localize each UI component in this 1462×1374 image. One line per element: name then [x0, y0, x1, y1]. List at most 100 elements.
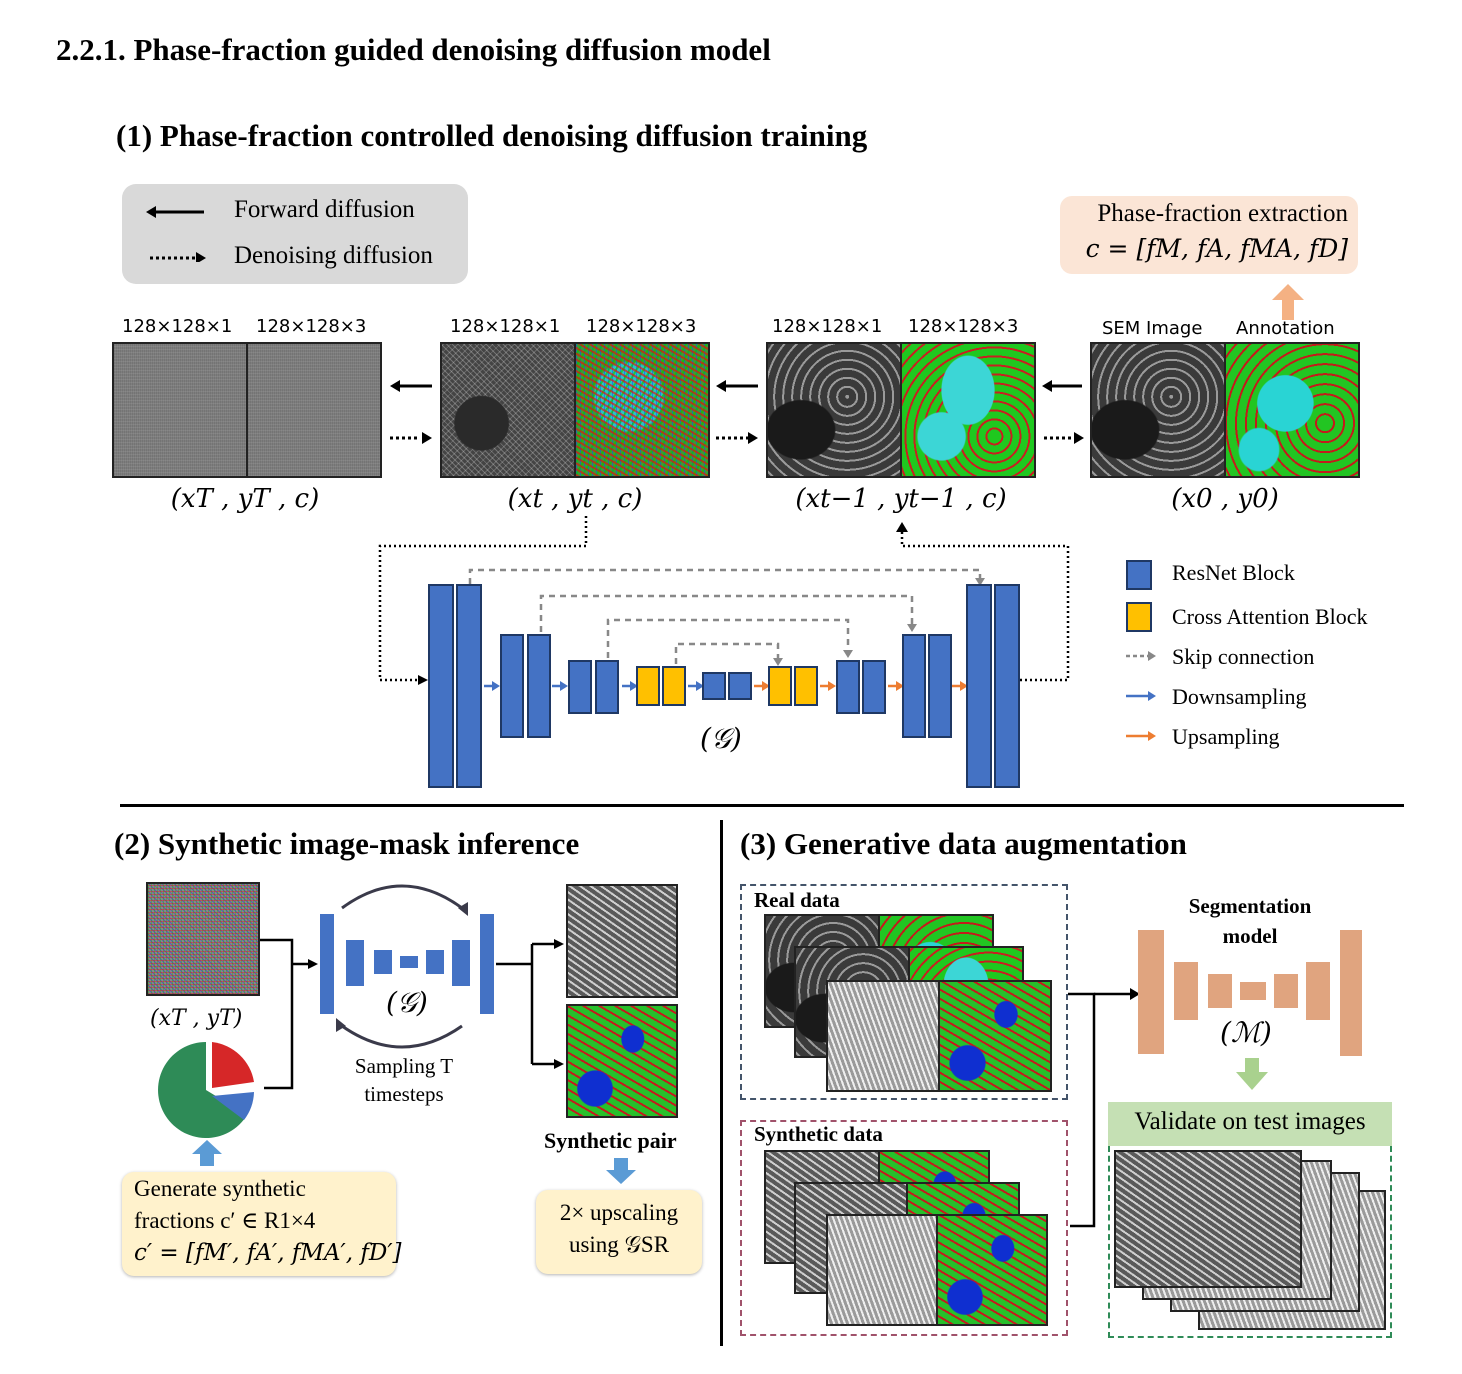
- validate-banner: Validate on test images: [1108, 1102, 1392, 1146]
- seg-model-block: [1174, 962, 1198, 1020]
- extraction-title: Phase-fraction extraction: [1097, 200, 1348, 227]
- dim-label: 128×128×3: [256, 316, 367, 337]
- stage-caption-0: (x0 , y0): [1171, 484, 1279, 514]
- generate-line2: fractions c′ ∈ R1×4: [134, 1208, 316, 1233]
- seg-model-block: [1208, 974, 1232, 1008]
- resnet-block: [595, 660, 619, 714]
- synthetic-data-label: Synthetic data: [754, 1122, 883, 1146]
- sampling-line2: timesteps: [364, 1082, 444, 1106]
- cross-attention-block: [662, 666, 686, 706]
- down-arrow-icon: [1236, 1058, 1268, 1090]
- dim-label: 128×128×3: [908, 316, 1019, 337]
- down-arrow-icon: [606, 1158, 636, 1184]
- noisy-mask-yt: [574, 342, 710, 478]
- resnet-block: [966, 584, 992, 788]
- upscale-line1: 2× upscaling: [559, 1200, 679, 1225]
- legend-forward-label: Forward diffusion: [234, 196, 415, 223]
- panel3-title: (3) Generative data augmentation: [740, 826, 1187, 861]
- resnet-block: [836, 660, 860, 714]
- mini-resnet-block: [452, 940, 470, 986]
- sem-image: [1090, 342, 1226, 478]
- panel2-connectors: [260, 884, 564, 1090]
- stage-caption-t-1: (xt−1 , yt−1 , c): [795, 484, 1007, 514]
- noise-image-xT: [112, 342, 248, 478]
- noise-input-image: [146, 882, 260, 996]
- test-images-box: [1108, 1146, 1392, 1338]
- skip-connections: [468, 568, 985, 691]
- seg-model-line2: model: [1222, 924, 1278, 948]
- stage-caption-t: (xt , yt , c): [507, 484, 643, 514]
- seg-model-line1: Segmentation: [1188, 894, 1312, 918]
- network-label: (𝒢): [700, 722, 742, 755]
- synthetic-pair-label: Synthetic pair: [544, 1128, 677, 1153]
- up-arrow-icon: [192, 1140, 222, 1166]
- generate-line1: Generate synthetic: [134, 1176, 306, 1201]
- legend-arrow-icons: [1126, 651, 1156, 741]
- seg-model-block: [1138, 930, 1164, 1054]
- seg-model-block: [1240, 982, 1266, 1000]
- data-to-model-connector: [1068, 988, 1140, 1228]
- upscaling-box: 2× upscaling using 𝒢SR: [536, 1190, 702, 1274]
- synthetic-data-box: [740, 1120, 1068, 1336]
- legend-label: ResNet Block: [1172, 560, 1295, 585]
- mini-resnet-block: [426, 950, 444, 974]
- validate-label: Validate on test images: [1134, 1108, 1366, 1135]
- resnet-block: [568, 660, 592, 714]
- dim-label: Annotation: [1236, 318, 1335, 339]
- real-data-box: [740, 884, 1068, 1100]
- noise-mask-yT: [246, 342, 382, 478]
- generate-line3: c′ = [fM′, fA′, fMA′, fD′]: [134, 1240, 402, 1266]
- mini-resnet-block: [480, 914, 494, 1014]
- sampling-line1: Sampling T: [354, 1054, 454, 1078]
- panel2-network-label: (𝒢): [386, 986, 428, 1019]
- panel1-title: (1) Phase-fraction controlled denoising …: [116, 118, 868, 153]
- legend-label: Cross Attention Block: [1172, 604, 1368, 629]
- mini-resnet-block: [346, 940, 364, 986]
- resnet-block: [702, 672, 726, 700]
- dim-label: SEM Image: [1102, 318, 1203, 339]
- stage-caption-T: (xT , yT , c): [170, 484, 320, 514]
- seg-model-block: [1340, 930, 1362, 1056]
- panel2-title: (2) Synthetic image-mask inference: [114, 826, 580, 861]
- diffusion-legend: Forward diffusion Denoising diffusion: [122, 184, 468, 284]
- synthetic-image: [826, 1214, 938, 1326]
- block-legend: ResNet Block Cross Attention Block Skip …: [1124, 558, 1434, 758]
- legend-arrows-icon: [146, 206, 206, 262]
- resnet-block: [500, 634, 524, 738]
- extraction-formula: c = [fM, fA, fMA, fD]: [1085, 234, 1348, 263]
- vertical-divider: [720, 820, 723, 1346]
- noisy-image-xt: [440, 342, 576, 478]
- image-xt-1: [766, 342, 902, 478]
- up-arrow-icon: [1272, 284, 1304, 320]
- generate-fractions-box: Generate synthetic fractions c′ ∈ R1×4 c…: [122, 1172, 402, 1276]
- mask-yt-1: [900, 342, 1036, 478]
- seg-model-block: [1306, 962, 1330, 1020]
- cross-attention-block: [636, 666, 660, 706]
- resnet-block: [928, 634, 952, 738]
- real-image: [826, 980, 940, 1092]
- model-label: (ℳ): [1220, 1016, 1272, 1049]
- test-image: [1114, 1150, 1302, 1288]
- synthetic-mask: [936, 1214, 1048, 1326]
- resnet-block: [456, 584, 482, 788]
- cross-attention-swatch: [1126, 602, 1152, 632]
- dim-label: 128×128×1: [122, 316, 233, 337]
- dim-label: 128×128×1: [772, 316, 883, 337]
- section-heading: 2.2.1. Phase-fraction guided denoising d…: [56, 32, 771, 67]
- resnet-block: [527, 634, 551, 738]
- resnet-block: [728, 672, 752, 700]
- phase-fraction-extraction-box: Phase-fraction extraction c = [fM, fA, f…: [1060, 196, 1358, 274]
- legend-label: Upsampling: [1172, 724, 1280, 749]
- annotation-mask: [1224, 342, 1360, 478]
- synthetic-image: [566, 884, 678, 998]
- resnet-block: [862, 660, 886, 714]
- cross-attention-block: [768, 666, 792, 706]
- resnet-swatch: [1126, 560, 1152, 590]
- resnet-block: [994, 584, 1020, 788]
- resnet-block: [428, 584, 454, 788]
- phase-fraction-pie: [158, 1042, 254, 1138]
- real-mask: [938, 980, 1052, 1092]
- mini-resnet-block: [374, 950, 392, 974]
- stage-arrows: [378, 380, 1084, 685]
- legend-denoising-label: Denoising diffusion: [234, 242, 433, 269]
